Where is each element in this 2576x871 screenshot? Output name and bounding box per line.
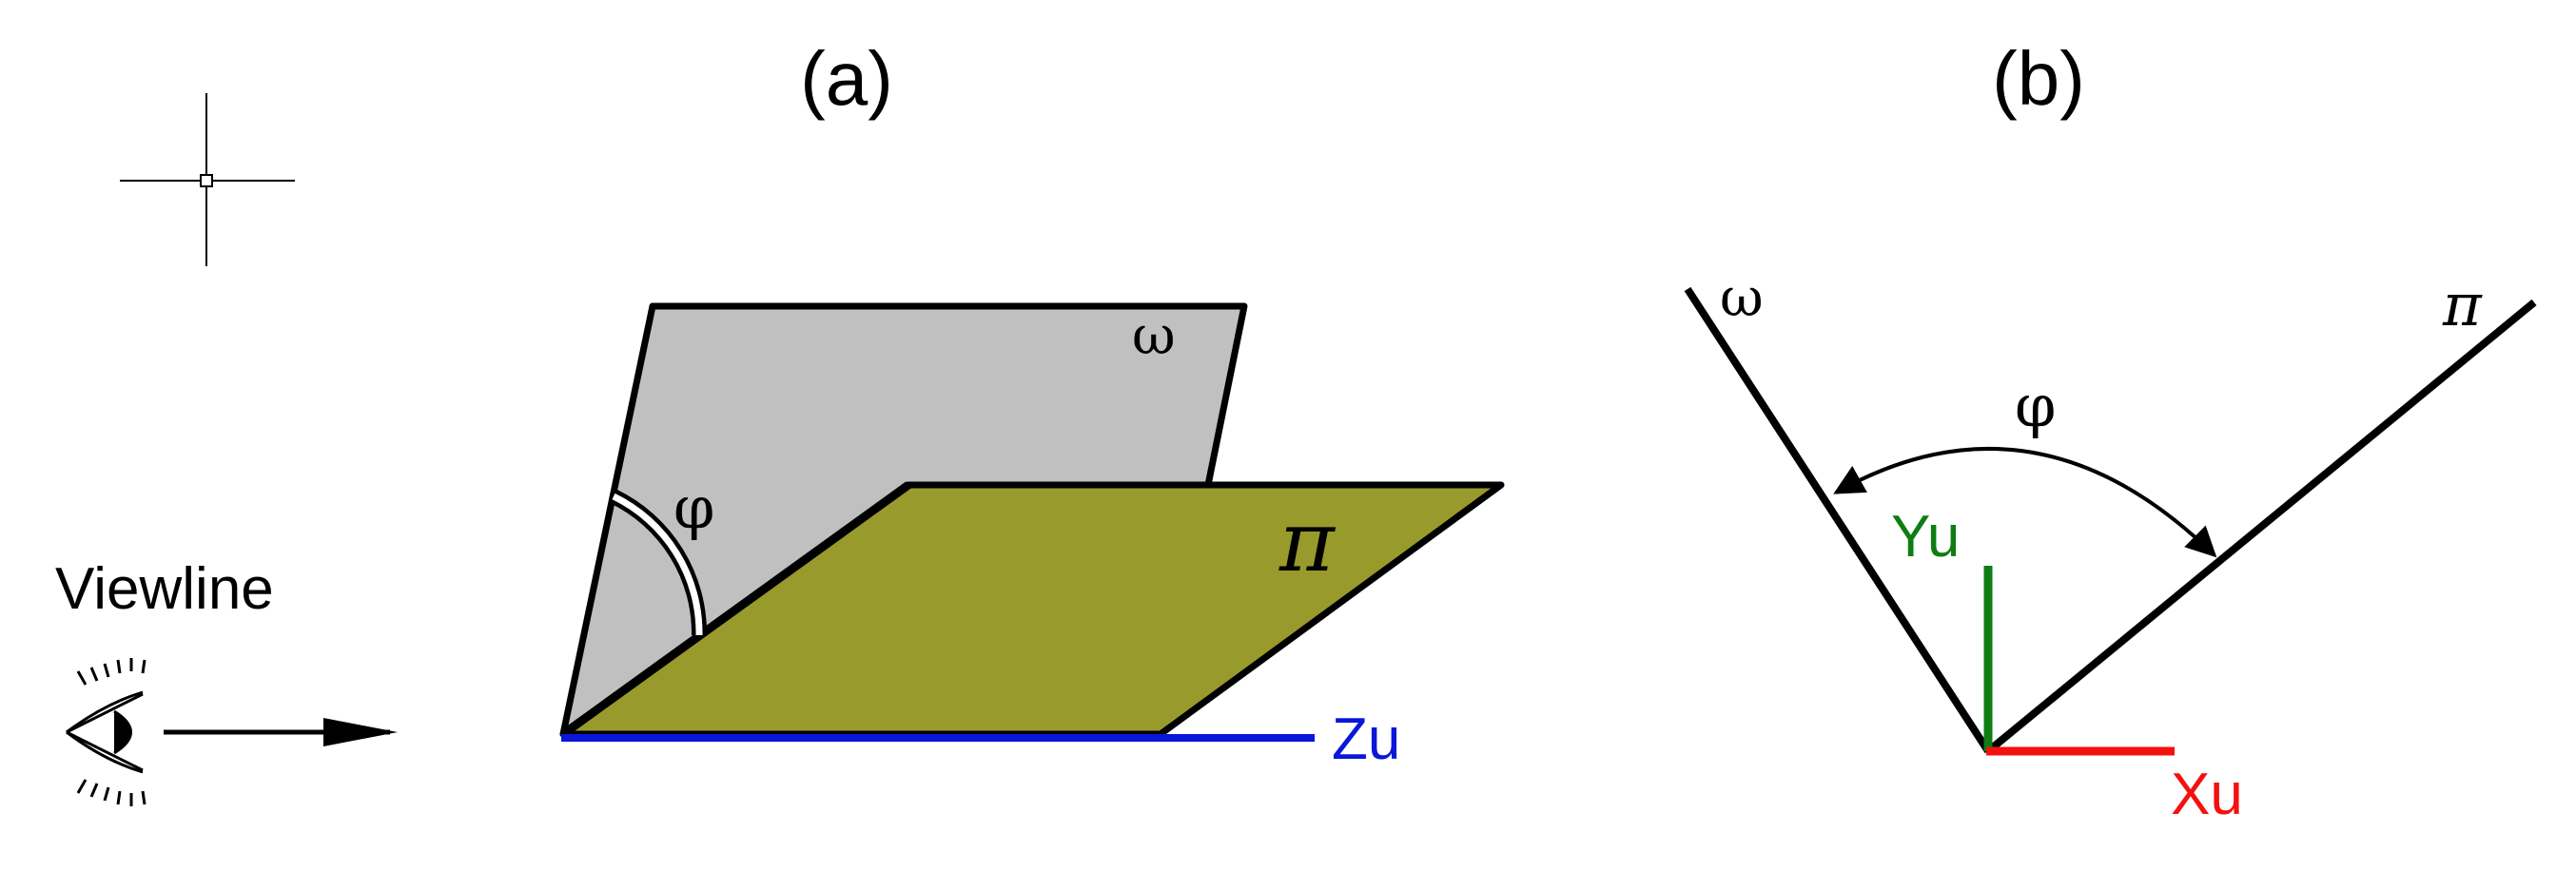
panel-b-title: (b) (1992, 36, 2085, 121)
angle-label-a: φ (673, 473, 714, 542)
angle-label-b: φ (2015, 371, 2056, 440)
axis-y-label: Yu (1891, 504, 1960, 570)
panel-a-title: (a) (800, 36, 893, 121)
angle-arc-b (1833, 446, 2217, 558)
eye-icon (66, 658, 146, 806)
axis-x-label: Xu (2171, 762, 2243, 827)
crosshair-cursor-icon (120, 93, 295, 266)
viewline-label: Viewline (55, 556, 274, 622)
line-pi-label: π (2442, 270, 2483, 339)
axis-z-label: Zu (1332, 706, 1400, 772)
intersection-edge (560, 481, 911, 738)
line-pi (1985, 299, 2537, 755)
viewline-arrowhead (323, 718, 398, 746)
plane-omega-label: ω (1132, 305, 1176, 367)
plane-pi-label: π (1278, 493, 1337, 590)
line-omega-label: ω (1720, 267, 1764, 329)
